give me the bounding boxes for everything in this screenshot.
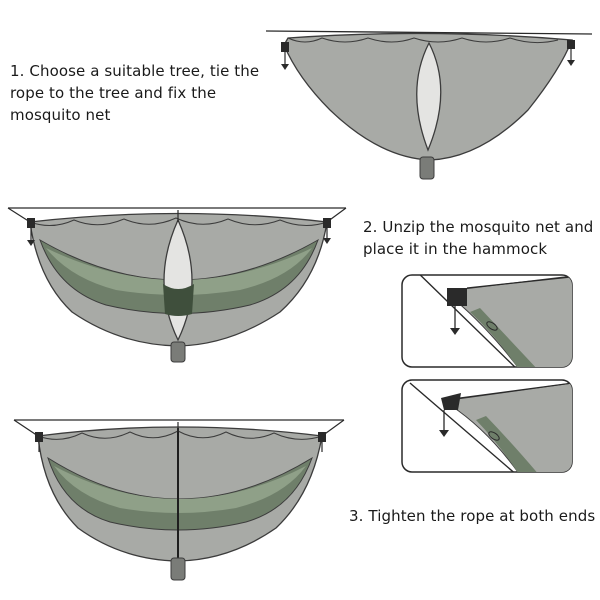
step-3-instruction: 3. Tighten the rope at both ends bbox=[349, 505, 595, 527]
step-2-instruction: 2. Unzip the mosquito net and place it i… bbox=[363, 216, 593, 260]
step-1-line-1: 1. Choose a suitable tree, tie the bbox=[10, 62, 260, 80]
step-1-instruction: 1. Choose a suitable tree, tie the rope … bbox=[10, 60, 259, 126]
step-1-line-2: rope to the tree and fix the bbox=[10, 84, 217, 102]
step-2-line-1: 2. Unzip the mosquito net and bbox=[363, 218, 594, 236]
step-2-line-2: place it in the hammock bbox=[363, 240, 548, 258]
step-1-line-3: mosquito net bbox=[10, 106, 111, 124]
step-3-line-1: 3. Tighten the rope at both ends bbox=[349, 507, 596, 525]
